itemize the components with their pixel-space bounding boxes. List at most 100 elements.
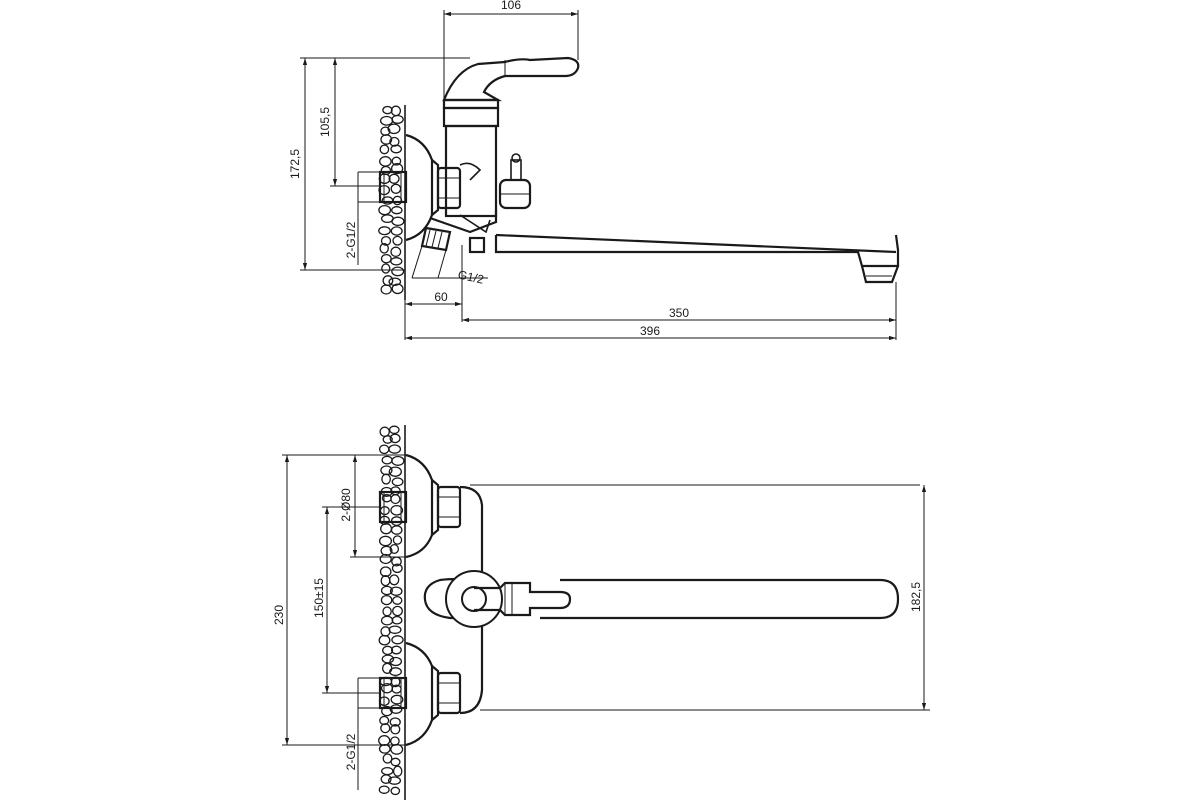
dim-spout-depth-label: 182,5 [909,582,923,612]
flange-side [405,133,440,242]
wall-pebble [388,173,400,184]
dimension-inlet-thread-top: 2-G1/2 [344,677,380,790]
wall-pebble [380,165,392,176]
wall-pebble [391,216,405,227]
wall-pebble [392,605,403,617]
wall-pebble [392,235,403,246]
top-view: 230 150±15 2-Ø80 2-G1/2 182,5 [272,425,930,800]
wall-pebble [391,156,402,166]
wall-pebble [390,183,402,194]
wall-pebble [382,275,394,287]
wall-pebble [379,426,390,438]
wall-pebble [389,543,400,555]
dimension-spout-depth: 182,5 [480,485,930,711]
wall-pebble [380,253,392,264]
dim-handle-width-label: 106 [501,0,521,12]
dim-spout-length-label: 350 [669,306,689,320]
dimension-total-height: 172,5 [288,57,470,271]
wall-pebble [390,504,404,516]
dim-centers-label: 150±15 [312,578,326,618]
wall-pebble [381,766,394,776]
dimension-offset: 60 [404,245,463,340]
dimension-outlet-thread: G1/2 [411,245,488,287]
wall-pebble [389,667,402,677]
wall-pebbles-top [378,425,406,800]
wall-pebble [390,246,402,258]
wall-pebble [391,283,404,295]
wall-pebble [379,242,389,254]
wall-pebble [388,466,402,477]
wall-pebble [388,444,402,454]
dim-wall-height-label: 230 [272,605,286,625]
wall-pebble [381,473,391,485]
dim-inlet-thread-top-label: 2-G1/2 [344,733,358,770]
shower-outlet-side [420,226,452,252]
valve-body-top [459,484,920,715]
dim-outlet-thread-label: G1/2 [457,268,486,287]
dim-inlet-thread-side-label: 2-G1/2 [344,221,358,258]
wall-pebble [392,595,403,605]
inlet-fitting-side [378,170,408,204]
wall-pebble [389,574,400,586]
wall-pebble [380,545,393,556]
wall-pebble [382,606,392,617]
wall-pebble [389,136,400,147]
wall-pebble [390,257,403,266]
wall-pebble [389,433,401,444]
wall-pebble [390,105,402,117]
wall-pebble [390,743,404,755]
wall-pebble [380,626,391,637]
spout-side [468,233,900,284]
wall-pebbles-side [378,105,406,300]
wall-pebble [380,134,393,145]
wall-pebble [378,226,391,236]
inlet-fitting-top-upper [378,453,462,559]
wall-pebble [391,477,404,487]
cartridge-top [445,570,503,628]
dim-total-height-label: 172,5 [288,149,302,179]
wall-pebble [390,724,401,735]
dimension-spout-length: 350 [462,282,897,340]
wall-pebble [380,585,393,596]
lever-handle-top [474,581,572,617]
wall-pebble [380,774,392,784]
wall-pebble [387,123,401,135]
wall-pebble [390,494,401,505]
wall-pebble [389,656,403,667]
wall-pebble [382,105,393,115]
wall-pebble [389,717,401,727]
wall-pebble [381,455,393,465]
wall-pebble [379,506,390,516]
wall-pebble [379,144,390,155]
dim-inlet-height-label: 105,5 [318,107,332,137]
side-view: 106 172,5 105,5 2-G1/2 G1/2 [288,0,900,341]
dimension-inlet-height: 105,5 [318,58,380,187]
wall-pebble [391,563,403,574]
wall-pebble [388,625,402,634]
wall-pebble [382,435,393,444]
dim-offset-label: 60 [434,290,448,304]
wall-pebble [380,235,392,246]
wall-pebble [391,266,405,277]
wall-pebble [380,615,394,626]
dim-flange-label: 2-Ø80 [339,488,353,522]
wall-pebble [390,525,403,535]
wall-pebble [392,195,403,206]
wall-pebble [392,535,403,545]
wall-pebble [378,634,391,646]
dimension-flange: 2-Ø80 [339,454,406,558]
wall-pebble [379,115,394,126]
wall-pebble [379,553,392,565]
wall-pebble [391,206,403,215]
wall-pebble [387,776,402,785]
wall-pebble [389,586,403,596]
wall-pebble [380,723,391,734]
wall-pebble [380,284,392,295]
dimension-handle-width: 106 [443,0,579,100]
wall-pebble [381,263,391,274]
wall-pebble [390,694,404,705]
wall-pebble [390,226,403,236]
wall-pebble [391,114,404,124]
wall-pebble [392,765,403,777]
